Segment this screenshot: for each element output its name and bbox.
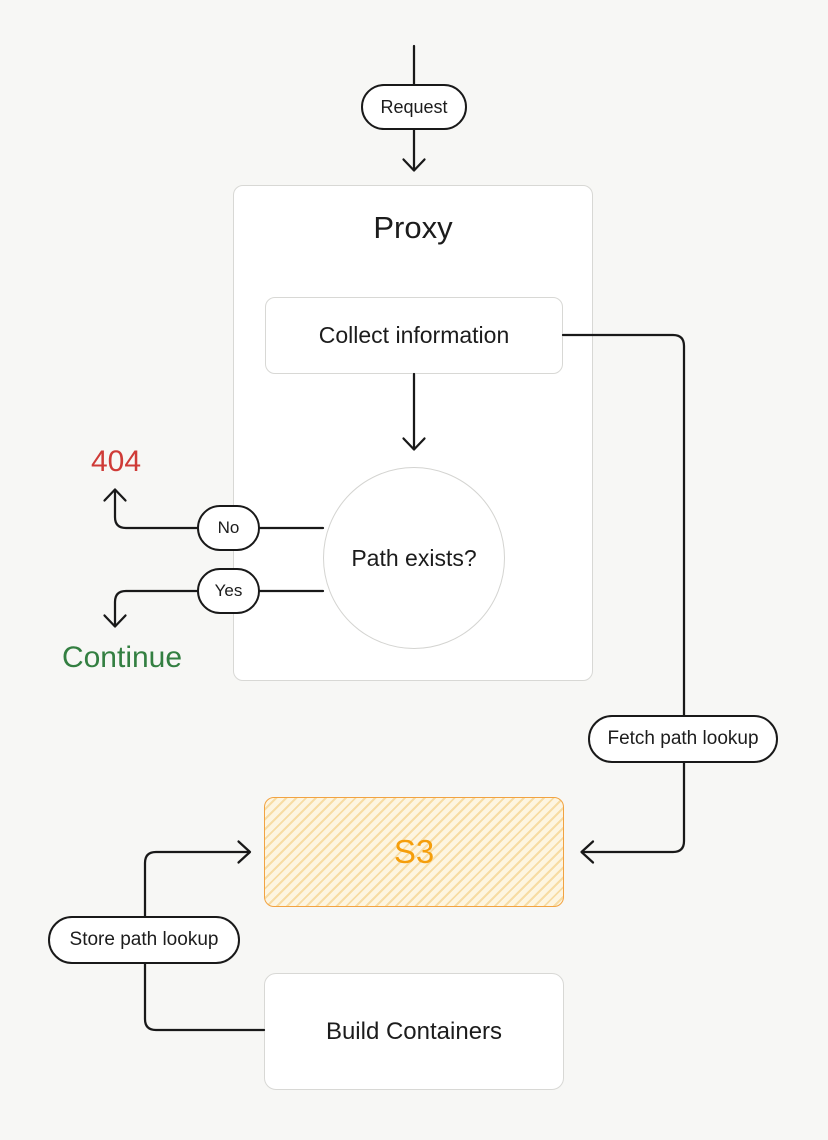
request-node: Request: [361, 84, 467, 130]
build-containers-label: Build Containers: [325, 1017, 503, 1045]
arrowhead-down-proxy: [402, 158, 426, 172]
s3-node: S3: [264, 797, 564, 907]
no-branch-pill: No: [197, 505, 260, 551]
yes-branch-pill: Yes: [197, 568, 260, 614]
proxy-title: Proxy: [373, 210, 453, 245]
collect-information-node: Collect information: [265, 297, 563, 374]
arrowhead-down-continue: [103, 614, 127, 628]
collect-information-label: Collect information: [318, 322, 510, 348]
arrowhead-up-404: [103, 488, 127, 502]
continue-label: Continue: [61, 641, 183, 674]
store-path-lookup-label: Store path lookup: [69, 929, 219, 950]
no-branch-label: No: [217, 518, 240, 537]
build-containers-node: Build Containers: [264, 973, 564, 1090]
arrowhead-left-s3: [580, 840, 595, 864]
request-label: Request: [380, 96, 448, 117]
yes-branch-label: Yes: [214, 581, 243, 600]
arrowhead-right-s3: [237, 840, 252, 864]
fetch-path-lookup-label: Fetch path lookup: [607, 728, 759, 749]
path-exists-label: Path exists?: [351, 544, 477, 571]
not-found-404-label: 404: [90, 445, 142, 478]
fetch-path-lookup-pill: Fetch path lookup: [588, 715, 778, 763]
store-path-lookup-pill: Store path lookup: [48, 916, 240, 964]
s3-label: S3: [393, 833, 435, 870]
path-exists-decision-node: Path exists?: [323, 467, 505, 649]
